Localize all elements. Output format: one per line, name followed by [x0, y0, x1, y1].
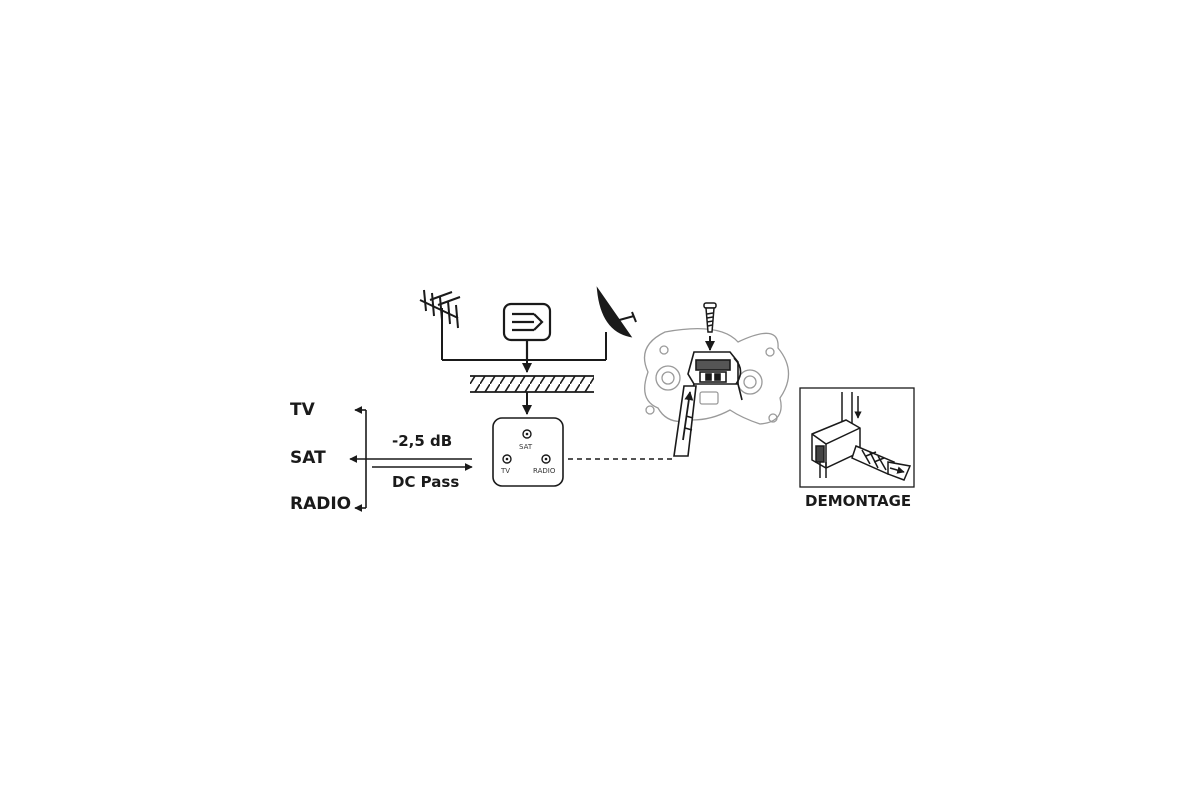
coax-cable-icon: [673, 385, 697, 457]
demontage-illustration: [799, 387, 915, 488]
wall-section: [470, 375, 594, 393]
antenna-feed-line: [442, 359, 606, 373]
output-label-radio: RADIO: [290, 494, 352, 514]
wall-socket-icon: [492, 417, 564, 487]
dc-pass-label: DC Pass: [392, 473, 460, 491]
yagi-antenna-icon: [419, 289, 461, 360]
output-label-tv: TV: [290, 400, 315, 420]
socket-radio-label: RADIO: [533, 467, 556, 475]
output-bracket: [349, 406, 473, 512]
socket-tv-label: TV: [501, 467, 511, 475]
demontage-label: DEMONTAGE: [805, 492, 912, 510]
output-label-sat: SAT: [290, 448, 326, 468]
attenuation-label: -2,5 dB: [392, 432, 453, 450]
connector-block: [687, 351, 743, 401]
dab-antenna-icon: [502, 302, 552, 360]
socket-sat-label: SAT: [519, 443, 533, 451]
screw-icon: [703, 302, 717, 333]
satellite-dish-icon: [596, 286, 637, 360]
